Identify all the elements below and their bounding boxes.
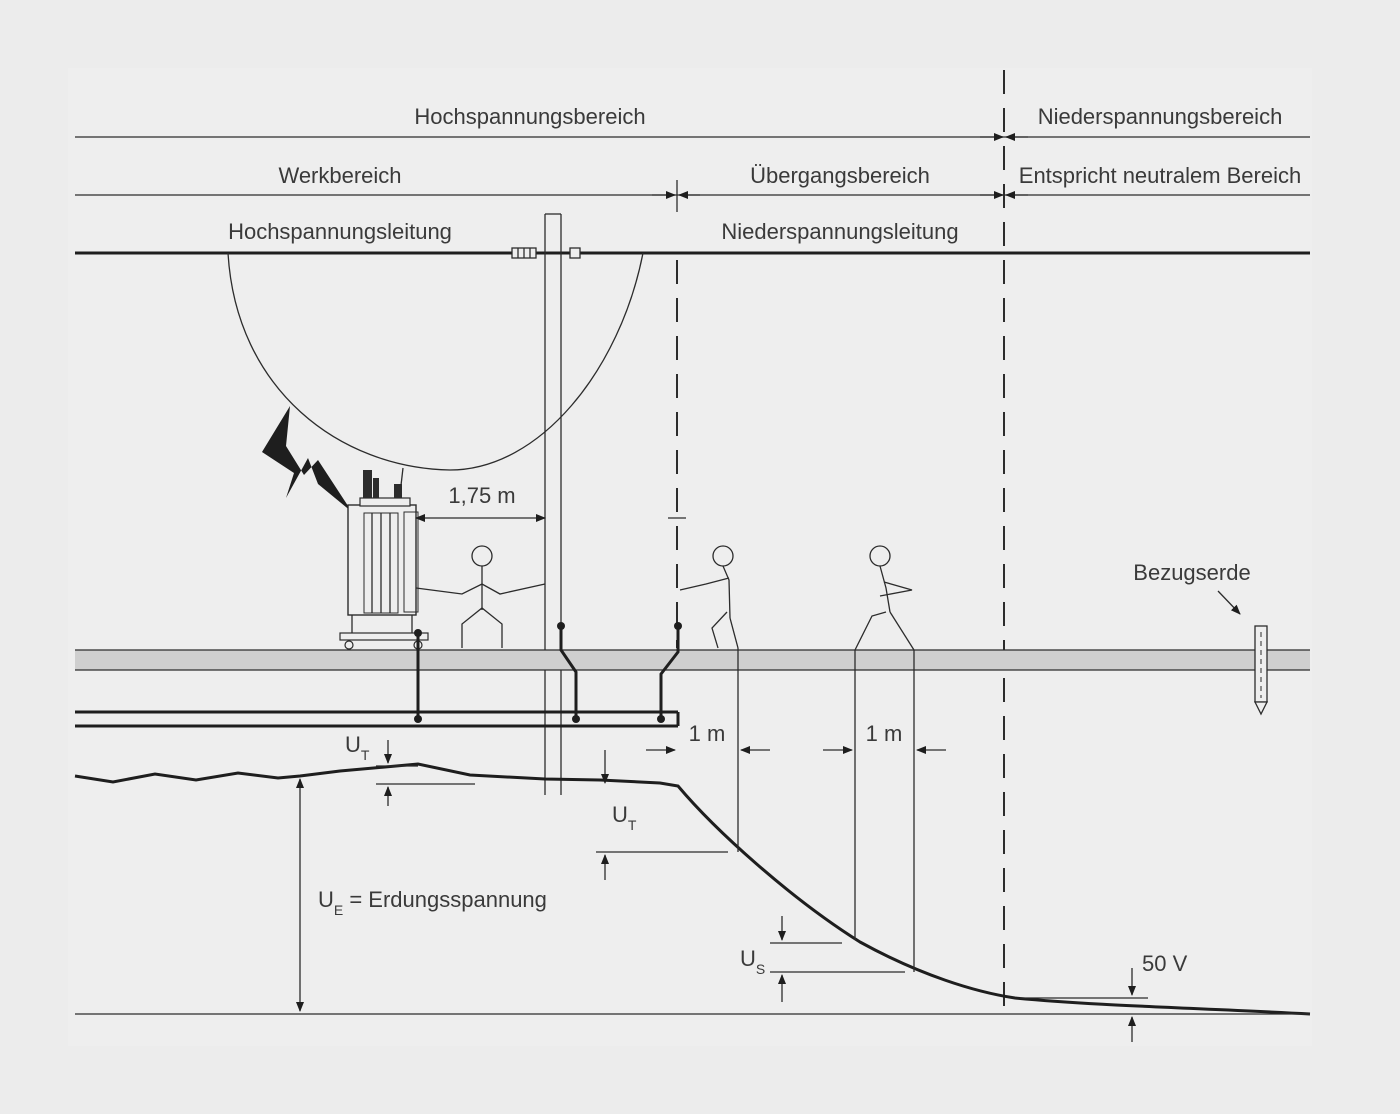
zone-rulers	[75, 133, 1310, 212]
touch-voltage-b-label: UT	[612, 802, 637, 833]
reference-earth-label: Bezugserde	[1133, 560, 1250, 585]
lv-line-label: Niederspannungsleitung	[721, 219, 958, 244]
hv-line-label: Hochspannungsleitung	[228, 219, 452, 244]
zone-label-works: Werkbereich	[278, 163, 401, 188]
potential-curve	[74, 762, 1311, 1016]
pole	[544, 213, 562, 795]
cable-arc	[227, 252, 644, 471]
zone-label-hv: Hochspannungsbereich	[414, 104, 645, 129]
person-touching-icon	[415, 545, 546, 648]
earth-electrode	[75, 622, 682, 728]
person-standing-icon	[679, 545, 739, 649]
transformer-icon	[339, 470, 429, 650]
step-distance-a-label: 1 m	[689, 721, 726, 746]
step-distance-b-label: 1 m	[866, 721, 903, 746]
person-walking-icon	[854, 545, 915, 651]
earth-voltage-label: UE = Erdungsspannung	[318, 887, 547, 918]
zone-label-neutral: Entspricht neutralem Bereich	[1019, 163, 1301, 188]
insulator-icon	[511, 247, 581, 259]
clearance-label: 1,75 m	[448, 483, 515, 508]
zone-label-lv: Niederspannungsbereich	[1038, 104, 1283, 129]
touch-voltage-a-label: UT	[345, 732, 370, 763]
zone-label-transition: Übergangsbereich	[750, 163, 930, 188]
step-voltage-label: US	[740, 946, 765, 977]
reference-earth-rod-icon	[1253, 625, 1269, 716]
ground-surface	[75, 650, 1310, 670]
limit-voltage-label: 50 V	[1142, 951, 1188, 976]
diagram-panel	[68, 68, 1312, 1046]
lightning-icon	[262, 406, 352, 512]
